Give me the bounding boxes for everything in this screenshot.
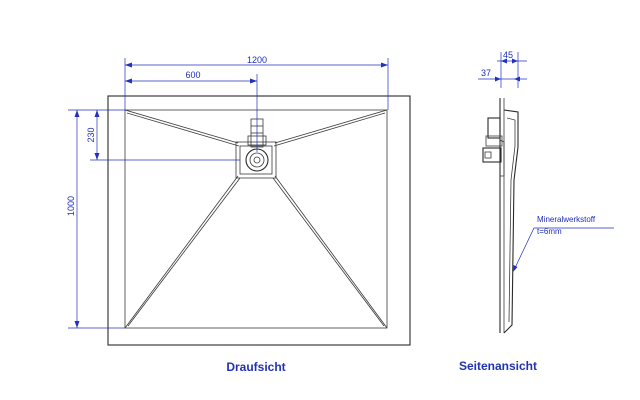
tray-outer-edge: [107, 95, 411, 346]
tray-inner-edge: [124, 109, 388, 329]
drain: [235, 118, 277, 179]
dimension-depth: 1000: [66, 109, 125, 329]
side-view: 45 37 Mineralwerkstoff t=6mm Seitenansic…: [459, 50, 614, 373]
material-note: Mineralwerkstoff t=6mm: [513, 215, 614, 272]
material-note-line1: Mineralwerkstoff: [537, 215, 596, 224]
dimension-drain-offset-x-label: 600: [185, 70, 200, 80]
top-view-title: Draufsicht: [226, 360, 285, 374]
dimension-depth-label: 1000: [66, 196, 76, 216]
dimension-side-37-label: 37: [481, 68, 491, 78]
dimension-width-label: 1200: [247, 55, 267, 65]
dimension-drain-offset-y-label: 230: [86, 127, 96, 142]
dimension-side-37: 37: [478, 68, 527, 82]
dimension-width: 1200: [124, 55, 389, 110]
top-view: 1200 600 1000 230 Draufsicht: [66, 55, 411, 374]
slope-lines: [124, 109, 388, 329]
dimension-drain-offset-x: 600: [125, 70, 258, 152]
dimension-side-45-label: 45: [503, 50, 513, 60]
dimension-side-45: 45: [497, 50, 527, 88]
side-view-title: Seitenansicht: [459, 359, 537, 373]
side-drain: [482, 117, 505, 177]
dimension-drain-offset-y: 230: [86, 110, 240, 161]
material-note-line2: t=6mm: [537, 227, 562, 236]
